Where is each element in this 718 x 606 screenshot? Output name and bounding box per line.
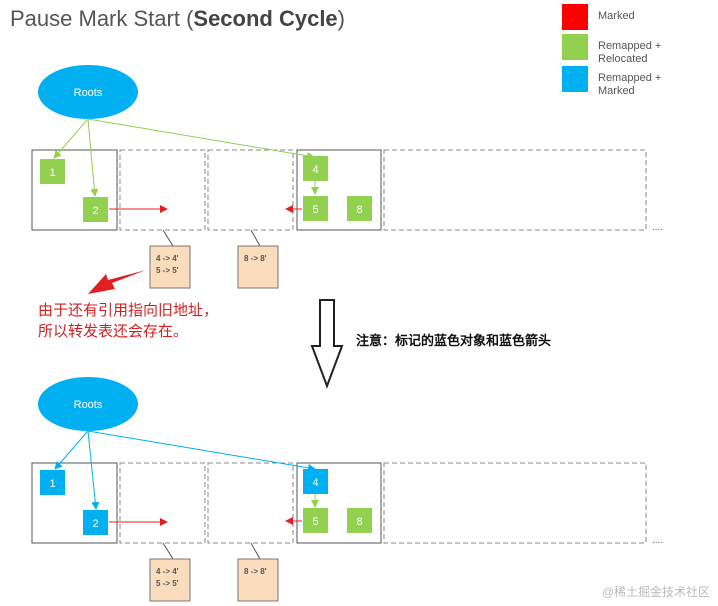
annotation-blue-note: 注意：标记的蓝色对象和蓝色箭头 [356,333,552,348]
object-5-label-top: 5 [312,204,318,216]
heap-region-5-bottom [383,462,647,544]
legend-label-remapped-marked: Remapped + Marked [598,72,662,97]
object-1-label-bottom: 1 [49,478,55,490]
bottom-panel: Roots .... 1 2 4 5 8 4 -> 4' [31,377,663,602]
object-2-label-bottom: 2 [92,518,98,530]
heap-region-5-top [383,149,647,231]
fwd-connector-b-bottom [250,542,261,560]
watermark: @稀土掘金技术社区 [601,585,710,599]
heap-region-4-bottom [296,462,382,544]
forwarding-table-a-bottom [149,558,191,602]
heap-region-3-top [207,149,294,231]
forwarding-table-a-line2-top: 5 -> 5' [156,266,179,275]
object-2-bottom [83,510,108,535]
roots-ellipse-bottom [38,377,138,431]
roots-ellipse-top [38,65,138,119]
ellipsis-top: .... [652,222,663,233]
ref-arrow-roots-to-2-bottom [87,430,100,510]
object-8-top [347,196,372,221]
title-close: ) [337,6,345,31]
object-8-bottom [347,508,372,533]
legend-swatch-remapped-marked [562,66,588,92]
heap-region-1-top [31,149,118,231]
object-4-label-bottom: 4 [312,477,318,489]
fwd-connector-a-bottom [162,542,174,560]
forwarding-table-a-line1-top: 4 -> 4' [156,254,179,263]
legend-swatch-remapped-relocated [562,34,588,60]
heap-region-1-bottom [31,462,118,544]
ref-arrow-roots-to-1-bottom [54,430,89,470]
legend-item-remapped-relocated: Remapped + Relocated [562,34,661,66]
legend-swatch-marked [562,4,588,30]
object-1-bottom [40,470,65,495]
forwarding-table-b-line1-bottom: 8 -> 8' [244,567,267,576]
object-8-label-bottom: 8 [356,516,362,528]
ref-arrow-roots-to-1-top [53,118,89,159]
heap-region-4-top [296,149,382,231]
forwarding-table-a-line1-bottom: 4 -> 4' [156,567,179,576]
title-bold: Second Cycle [193,6,338,31]
object-4-top [303,156,328,181]
ellipsis-bottom: .... [652,535,663,546]
legend-label-remapped-relocated: Remapped + Relocated [598,40,662,65]
legend-item-remapped-marked: Remapped + Marked [562,66,661,98]
object-5-bottom [303,508,328,533]
heap-region-2-bottom [119,462,206,544]
object-1-top [40,159,65,184]
roots-label-top: Roots [74,87,103,99]
forwarding-table-b-top [237,245,279,289]
ref-arrow-roots-to-4-bottom [87,430,316,472]
ref-arrow-roots-to-4-top [87,118,315,160]
top-panel: Roots .... 1 2 4 5 8 [31,65,663,294]
heap-region-2-top [119,149,206,231]
object-5-top [303,196,328,221]
legend-item-marked: Marked [562,4,635,30]
forwarding-table-b-line1-top: 8 -> 8' [244,254,267,263]
object-2-label-top: 2 [92,205,98,217]
object-2-top [83,197,108,222]
ref-arrow-roots-to-2-top [87,118,99,197]
fwd-connector-b-top [250,229,261,247]
object-8-label-top: 8 [356,204,362,216]
annotation-forwarding-note: 由于还有引用指向旧地址， 所以转发表还会存在。 [38,302,219,340]
title-normal: Pause Mark Start ( [10,6,194,31]
callout-arrow [88,270,146,294]
transition-down-arrow [310,299,344,389]
page-title: Pause Mark Start (Second Cycle) [10,6,345,32]
forwarding-table-b-bottom [237,558,279,602]
heap-region-3-bottom [207,462,294,544]
fwd-connector-a-top [162,229,174,247]
object-4-bottom [303,469,328,494]
object-4-label-top: 4 [312,164,318,176]
legend-label-marked: Marked [598,10,635,22]
object-1-label-top: 1 [49,167,55,179]
object-5-label-bottom: 5 [312,516,318,528]
roots-label-bottom: Roots [74,399,103,411]
forwarding-table-a-line2-bottom: 5 -> 5' [156,579,179,588]
forwarding-table-a-top [149,245,191,289]
